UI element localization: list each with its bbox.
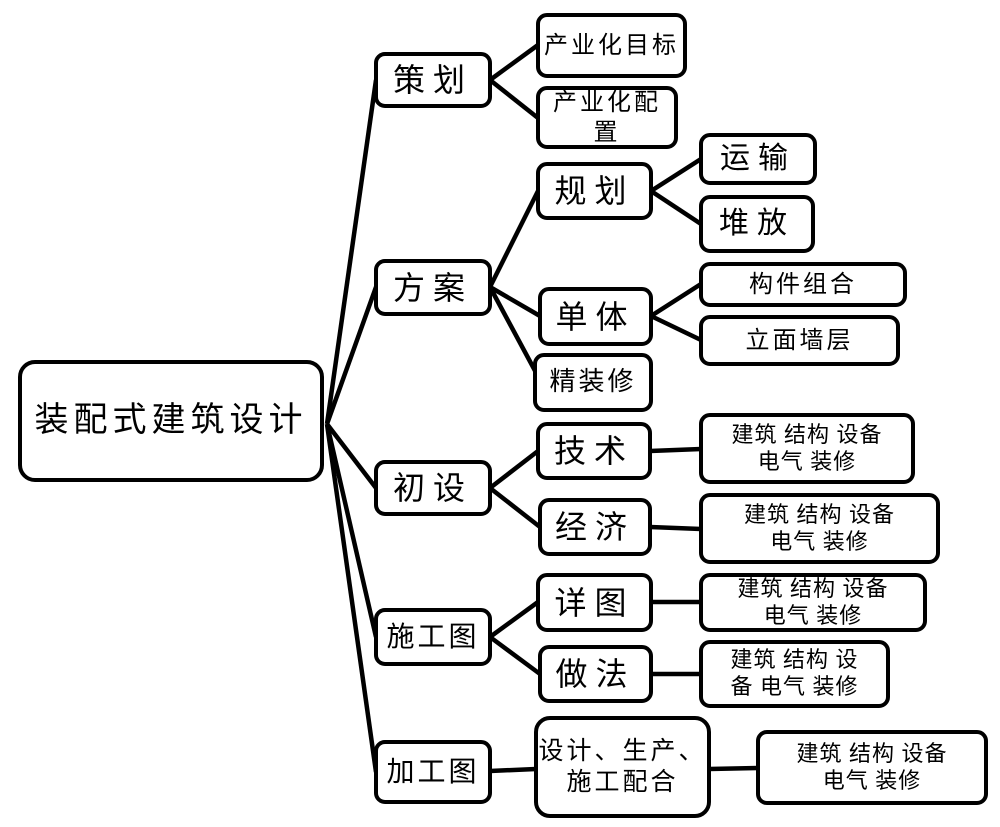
edge-guihua-duifang <box>649 189 703 226</box>
edge-root-chushe <box>325 422 378 490</box>
node-fangan: 方案 <box>374 259 492 316</box>
node-jingji: 经济 <box>538 498 652 556</box>
edge-fangan-danti <box>488 285 542 318</box>
node-sheji-shengchan-peihe: 设计、生产、 施工配合 <box>534 716 711 818</box>
edge-cehua-peizhi <box>488 78 540 120</box>
node-yunshu: 运输 <box>699 133 817 185</box>
node-jingzhuangxiu: 精装修 <box>533 353 653 412</box>
node-root: 装配式建筑设计 <box>18 360 324 482</box>
edge-chushe-jingji <box>488 486 542 529</box>
node-danti: 单体 <box>538 287 653 346</box>
node-zuofa-detail: 建筑 结构 设 备 电气 装修 <box>699 640 890 708</box>
edge-fangan-guihua <box>487 189 541 289</box>
edge-root-shigongtu <box>324 423 379 638</box>
edge-danti-limian <box>650 313 702 343</box>
node-goujian-zuhe: 构件组合 <box>699 262 907 307</box>
node-chanyehua-mubiao: 产业化目标 <box>536 13 687 78</box>
node-limian-qiangceng: 立面墙层 <box>699 315 900 366</box>
edge-shigongtu-zuofa <box>488 635 542 676</box>
node-duifang: 堆放 <box>699 195 815 253</box>
node-chanyehua-peizhi: 产业化配置 <box>536 86 678 149</box>
edge-root-fangan <box>324 286 379 425</box>
edge-root-jiagongtu <box>324 423 379 773</box>
node-xiangtu: 详图 <box>536 573 653 632</box>
node-guihua: 规划 <box>536 162 653 220</box>
edge-chushe-jishu <box>488 449 540 490</box>
node-jingji-detail: 建筑 结构 设备 电气 装修 <box>699 493 940 564</box>
edge-jingji-detail <box>649 524 702 532</box>
node-jiagongtu-detail: 建筑 结构 设备 电气 装修 <box>756 730 988 805</box>
edge-guihua-yunshu <box>649 157 703 193</box>
node-jishu: 技术 <box>536 422 652 480</box>
node-shigongtu: 施工图 <box>374 608 492 666</box>
node-jishu-detail: 建筑 结构 设备 电气 装修 <box>699 413 915 484</box>
edge-fangan-jingzhuangxiu <box>488 285 542 382</box>
node-chushe: 初设 <box>374 460 492 516</box>
edge-sheji-detail <box>708 765 759 772</box>
node-cehua: 策划 <box>374 52 492 108</box>
edge-danti-goujian <box>649 282 703 318</box>
edge-root-cehua <box>324 79 379 425</box>
node-zuofa: 做法 <box>538 645 653 703</box>
edge-jiagongtu-sheji <box>489 766 537 774</box>
edge-shigongtu-xiangtu <box>488 600 540 639</box>
edge-cehua-mubiao <box>488 43 540 82</box>
node-xiangtu-detail: 建筑 结构 设备 电气 装修 <box>699 573 927 632</box>
edge-jishu-detail <box>649 446 702 454</box>
node-jiagongtu: 加工图 <box>374 740 492 804</box>
